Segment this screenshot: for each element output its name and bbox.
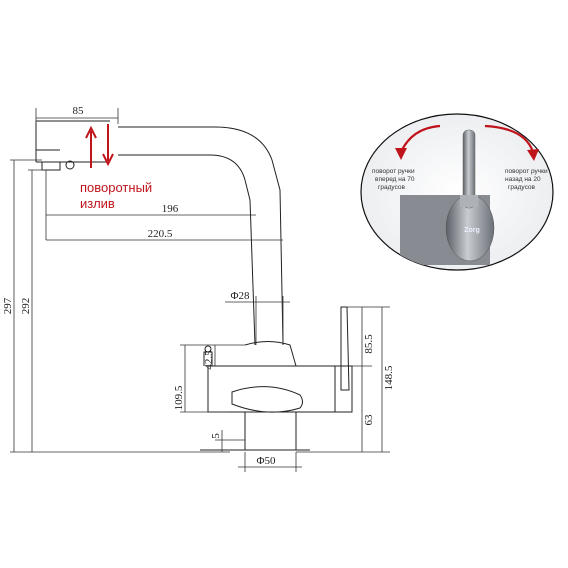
spout-label-line1: поворотный (80, 180, 152, 195)
rotation-arrows-icon (85, 124, 114, 168)
dim-d28: Φ28 (230, 290, 250, 302)
dim-85: 85 (73, 105, 85, 117)
handle-rotation-inset: Zorg поворот ручки вперед на 70 градусов… (360, 113, 554, 271)
dim-292: 292 (20, 298, 32, 315)
dim-297: 297 (2, 297, 14, 314)
back-arrow-icon (484, 124, 535, 153)
dimension-lines (10, 108, 390, 472)
back-note-line1: поворот ручки (505, 168, 548, 175)
faucet-outline (35, 120, 353, 451)
dim-d50: Φ50 (256, 455, 276, 467)
forward-note-line3: градусов (378, 184, 406, 191)
forward-note-line1: поворот ручки (372, 168, 415, 175)
dim-42-5: 42.5 (203, 350, 215, 370)
dim-85-5: 85.5 (363, 334, 375, 354)
dim-5: 5 (210, 433, 222, 439)
back-note-line2: назад на 20 (505, 176, 541, 183)
dim-148-5: 148.5 (383, 365, 395, 390)
forward-note-line2: вперед на 70 (375, 176, 415, 183)
inset-logo: Zorg (464, 227, 480, 234)
dim-109-5: 109.5 (173, 385, 185, 410)
dim-63: 63 (363, 414, 375, 426)
dim-220-5: 220.5 (148, 228, 173, 240)
spout-label-line2: излив (80, 196, 115, 211)
dim-196: 196 (162, 203, 179, 215)
back-note-line3: градусов (508, 184, 536, 191)
